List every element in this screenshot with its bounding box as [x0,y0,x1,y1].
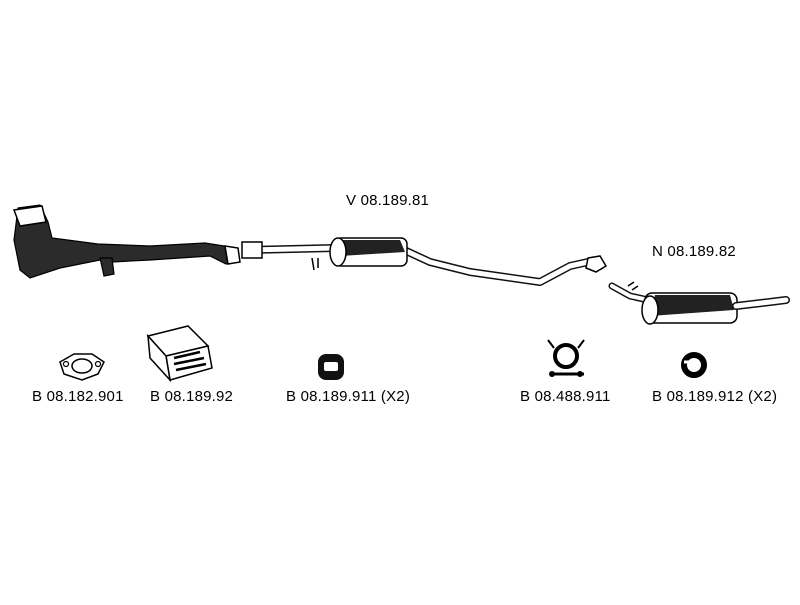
part-label-rubber-ring: B 08.189.912 (X2) [652,388,778,405]
front-downpipe [12,204,241,279]
middle-section-label: V 08.189.81 [346,192,430,209]
clamp-icon [547,339,585,377]
rubber-ring-icon [681,352,707,378]
rear-section-assembly [608,281,790,325]
part-label-rubber-mount: B 08.189.911 (X2) [286,388,411,405]
mounting-kit-box-icon [146,325,213,383]
part-label-mounting-kit: B 08.189.92 [150,388,234,405]
gasket-icon [59,353,105,381]
part-label-clamp: B 08.488.911 [520,388,611,405]
rear-section-label: N 08.189.82 [652,243,736,260]
rubber-mount-icon [318,354,344,380]
part-label-gasket: B 08.182.901 [32,388,124,405]
middle-section-assembly [241,237,608,286]
